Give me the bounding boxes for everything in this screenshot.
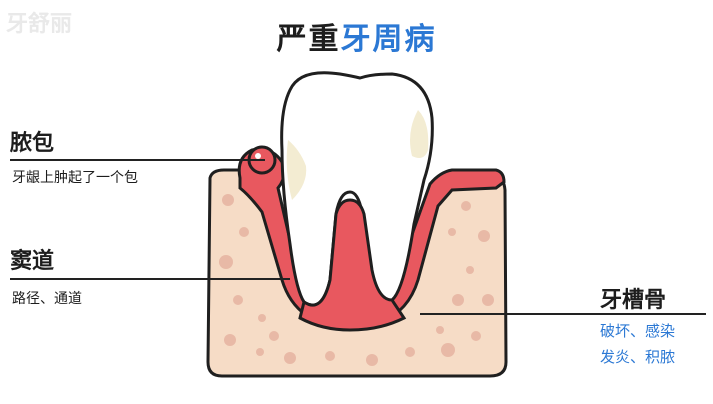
bone-spot bbox=[219, 255, 233, 269]
bone-spot bbox=[269, 331, 279, 341]
bone-spot bbox=[466, 266, 474, 274]
bone-spot bbox=[222, 194, 234, 206]
alveolar-title: 牙槽骨 bbox=[600, 288, 667, 313]
bone-texture bbox=[219, 194, 494, 366]
plaque-right bbox=[410, 110, 429, 158]
bone-spot bbox=[258, 314, 266, 322]
bone-spot bbox=[441, 343, 455, 357]
abscess-leader-line bbox=[10, 159, 265, 161]
alveolar-desc-2: 发炎、积脓 bbox=[600, 348, 676, 366]
bone-spot bbox=[405, 347, 415, 357]
abscess-highlight bbox=[255, 153, 261, 159]
bone-spot bbox=[471, 331, 481, 341]
bone-spot bbox=[325, 351, 335, 361]
bone-spot bbox=[233, 295, 243, 305]
plaque-left bbox=[286, 140, 307, 200]
bone-spot bbox=[452, 294, 464, 306]
bone-spot bbox=[482, 294, 494, 306]
bone-spot bbox=[478, 230, 490, 242]
sinus-leader-line bbox=[10, 278, 290, 280]
bone-spot bbox=[366, 354, 378, 366]
sinus-desc: 路径、通道 bbox=[12, 291, 82, 307]
title-part-1: 严重 bbox=[276, 22, 341, 57]
root-furcation-gum bbox=[298, 198, 407, 332]
alveolar-desc-1: 破坏、感染 bbox=[600, 322, 676, 340]
bone-spot bbox=[284, 352, 296, 364]
bone-spot bbox=[436, 326, 444, 334]
alveolar-leader-line bbox=[420, 313, 706, 315]
bone-spot bbox=[239, 227, 249, 237]
title-part-2: 牙周病 bbox=[340, 22, 437, 57]
bone-spot bbox=[448, 228, 456, 236]
diagram-title: 严重牙周病 bbox=[0, 14, 713, 58]
watermark-logo: 牙舒丽 bbox=[6, 12, 73, 37]
bone-spot bbox=[461, 201, 471, 211]
abscess-desc: 牙龈上肿起了一个包 bbox=[12, 170, 138, 186]
sinus-title: 窦道 bbox=[10, 249, 55, 274]
bone-spot bbox=[224, 334, 236, 346]
abscess-title: 脓包 bbox=[10, 131, 55, 156]
bone-spot bbox=[256, 348, 264, 356]
